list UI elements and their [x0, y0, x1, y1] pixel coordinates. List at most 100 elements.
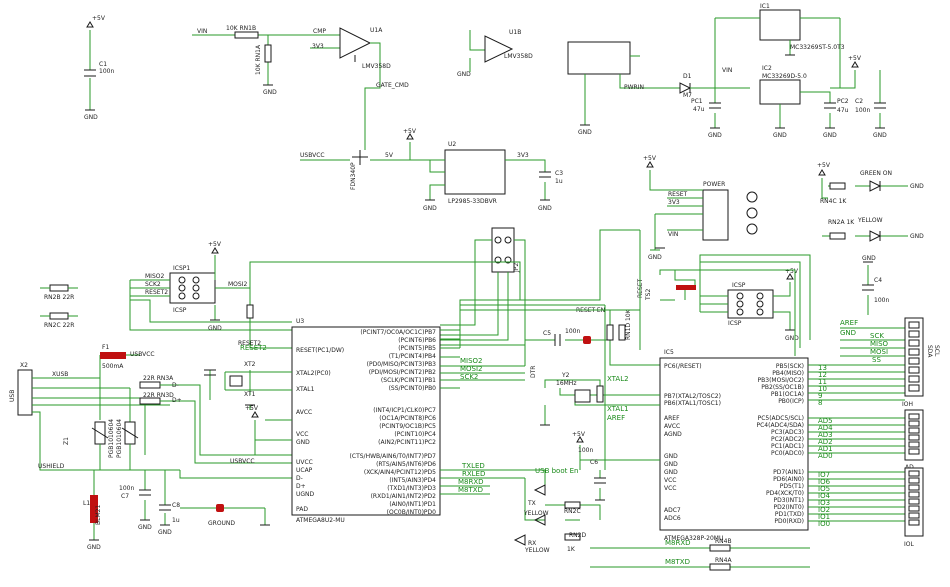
rn2a-label: RN2A 1K: [828, 219, 855, 226]
ic5-pin: VCC: [664, 485, 676, 492]
vp5-label: +5V: [92, 15, 106, 22]
m8rxd-net: M8RXD: [458, 478, 484, 486]
txled-net: TXLED: [461, 462, 485, 470]
c4-value: 100n: [874, 297, 889, 304]
ic5-pin: PB5(SCK): [776, 363, 804, 370]
icsp-label: ICSP: [173, 307, 187, 314]
gnd-label: GND: [823, 132, 837, 139]
jp2-header: JP2: [440, 227, 526, 346]
vp5-label: +5V: [643, 155, 657, 162]
ic5-label: IC5: [664, 349, 674, 356]
ad-net: AD0: [818, 452, 833, 460]
v3v3-label: 3V3: [517, 152, 529, 159]
ic5-mcu: IC5 ATMEGA328P-20MU PC6(/RESET) PB7(XTAL…: [659, 332, 905, 542]
usb-boot-en-label: USB boot En: [535, 467, 578, 475]
vin2-label: VIN: [722, 67, 732, 74]
sck2-label: SCK2: [145, 281, 161, 288]
c6-label: C6: [590, 459, 598, 466]
ic5-pin: AREF: [664, 415, 680, 422]
u3-pin: GND: [296, 439, 310, 446]
vp5-label: +5V: [817, 162, 831, 169]
rd-minus-label: D-: [172, 382, 179, 389]
ic5-pin: PC5(ADC5/SCL): [758, 415, 804, 422]
l1-part: BLM21: [95, 505, 102, 525]
reset-label: RESET: [668, 191, 688, 198]
u3-crystal: XT2 XT1: [204, 361, 292, 410]
vp5-label: +5V: [245, 405, 259, 412]
xt1-label: XT1: [244, 391, 256, 398]
u3-right-pins: (PCINT7/OC0A/OC1C)PB7 (PCINT6)PB6 (PCINT…: [350, 329, 437, 516]
ic5-pin: GND: [664, 469, 678, 476]
c5-label: C5: [543, 330, 551, 337]
ground-bridge: GROUND: [180, 504, 270, 527]
rxled-net: RXLED: [462, 470, 485, 478]
sck-net: SCK: [870, 332, 884, 340]
pc1-value: 47u: [693, 106, 705, 113]
rn2b-label: RN2B 22R: [44, 294, 74, 301]
ic5-pin: PB4(MISO): [772, 370, 804, 377]
usb-section: X2 USB XUSB F1 500mA USBVCC 22R RN3A 22R…: [9, 344, 292, 551]
ic5-pin: PB6(XTAL1/TOSC1): [664, 400, 721, 407]
u3-pin: (AIN2/PCINT11)PC2: [378, 439, 436, 446]
usbvcc-label: USBVCC: [230, 458, 255, 465]
u3-left-pins: RESET(PC1/DW) XTAL2(PC0) XTAL1 AVCC VCC …: [296, 347, 344, 513]
u1a-part: LMV358D: [362, 63, 391, 70]
gnd-net: GND: [840, 329, 856, 337]
gnd-label: GND: [862, 255, 876, 262]
ioh-net: 11: [818, 378, 827, 386]
pc2-value: 47u: [837, 107, 849, 114]
u3-power: +5V USBVCC: [230, 405, 292, 465]
ss-net: SS: [872, 356, 881, 364]
reset2-net: RESET2: [240, 344, 267, 352]
mosi2-label: MOSI2: [228, 281, 247, 288]
gnd-label: GND: [87, 544, 101, 551]
c8-value: 1u: [172, 517, 180, 524]
u1b-label: U1B: [509, 29, 521, 36]
c7-value: 100n: [119, 485, 134, 492]
dtr-label: DTR: [530, 366, 537, 378]
ic5-pin: PB7(XTAL2/TOSC2): [664, 393, 721, 400]
vp5-label: +5V: [848, 55, 862, 62]
vin-label: VIN: [197, 28, 207, 35]
u2-label: U2: [448, 141, 456, 148]
ushield-label: USHIELD: [38, 463, 65, 470]
c1-decoupling: +5V C1 100n GND: [84, 15, 114, 121]
c1-label: C1: [99, 61, 107, 68]
ic2-label: IC2: [762, 65, 772, 72]
c1-value: 100n: [99, 68, 114, 75]
rn2d-label: RN2D: [569, 532, 586, 539]
rn4b-label: RN4B: [715, 538, 732, 545]
icsp2-label: ICSP: [732, 282, 746, 289]
u3-pin: (TXD1/INT3)PD3: [387, 485, 436, 492]
u3-pin: (RXD1/AIN1/INT2)PD2: [371, 493, 437, 500]
xtal1-net: XTAL1: [607, 405, 629, 413]
u3-part: ATMEGA8U2-MU: [296, 517, 345, 524]
interconnect-wires: [130, 229, 811, 470]
ic5-pin: GND: [664, 461, 678, 468]
led-tx-color: YELLOW: [523, 510, 549, 517]
iol-net: IO0: [818, 520, 830, 528]
gnd-label: GND: [873, 132, 887, 139]
gate-cmd-label: GATE_CMD: [376, 82, 409, 89]
u2-regulator: USBVCC FDN340P 5V +5V U2 LP2985-33DBVR 3…: [300, 128, 563, 212]
miso-net: MISO: [870, 340, 889, 348]
ic5-pin: AGND: [664, 431, 682, 438]
v3v3-label: 3V3: [312, 43, 324, 50]
u3-pin: D+: [296, 483, 306, 490]
gnd-label: GND: [138, 524, 152, 531]
ic5-pin: PC6(/RESET): [664, 363, 702, 370]
u3-pin: (PD0/MISO/PCINT3)PB3: [367, 361, 437, 368]
u3-pin: D-: [296, 475, 303, 482]
gnd-label: GND: [773, 132, 787, 139]
ic1-label: IC1: [760, 3, 770, 10]
gnd-label: GND: [910, 183, 924, 190]
u3-pin: (SCLK/PCINT1)PB1: [381, 377, 436, 384]
ad-net: AD4: [818, 424, 833, 432]
cmp-label: CMP: [313, 28, 326, 35]
u3-label: U3: [296, 318, 304, 325]
xusb-label: XUSB: [52, 371, 68, 378]
ic5-pin: PD6(AIN0): [773, 476, 804, 483]
u3-pin: UVCC: [296, 459, 313, 466]
u3-pin: RESET(PC1/DW): [296, 347, 344, 354]
